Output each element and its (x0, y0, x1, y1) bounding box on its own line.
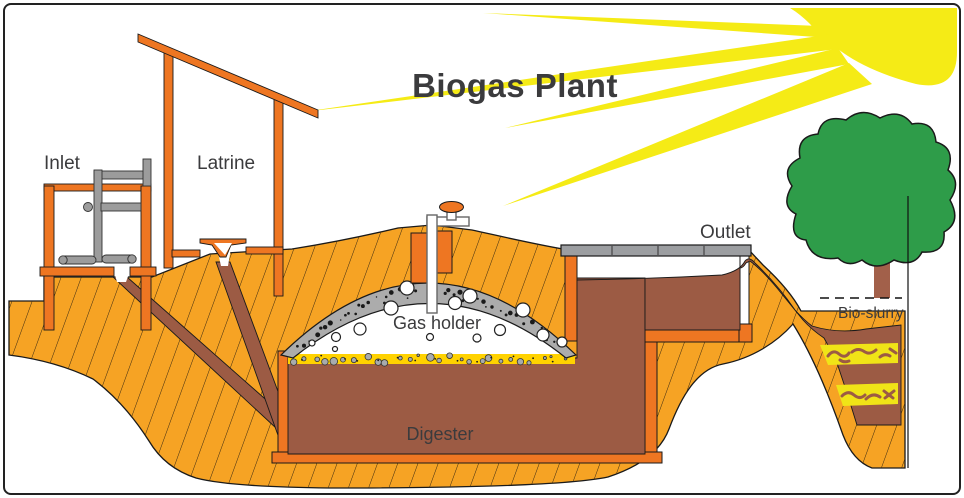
sun-icon (303, 8, 957, 206)
page-title: Biogas Plant (412, 67, 618, 104)
outlet-right-lining (738, 323, 753, 343)
mixer-pivot (83, 202, 93, 212)
sun-ray-icon (503, 63, 872, 206)
latrine-structure (137, 33, 319, 297)
latrine-right-post (273, 95, 284, 297)
gas-holder-label: Gas holder (393, 313, 481, 333)
latrine-roof (137, 33, 319, 119)
outlet-left-wall (564, 252, 578, 342)
gas-holder-dome (279, 282, 578, 359)
manhole-collar-right (436, 230, 453, 274)
tree-canopy (786, 111, 957, 267)
sun-ray-icon (483, 13, 830, 38)
inlet-tank (39, 158, 157, 331)
scum-bubbles (290, 352, 568, 367)
inlet-floor-left (39, 266, 115, 277)
digester-plant-structure (271, 201, 902, 464)
mixer-shaft (93, 169, 103, 263)
compost-layer-2 (836, 383, 898, 406)
mixer-support-arm (100, 202, 142, 212)
latrine-floor-left (171, 249, 201, 258)
latrine-pan-bowl (214, 243, 232, 255)
inlet-pipe-mouth (113, 268, 131, 282)
inlet-label: Inlet (44, 153, 81, 174)
gas-pipe (426, 201, 470, 314)
latrine-left-post (163, 51, 174, 269)
inlet-floor-right (129, 266, 157, 277)
digester-right-wall (644, 330, 658, 453)
gas-valve-knob (439, 201, 464, 213)
inlet-right-post (140, 185, 152, 331)
tree-icon (786, 111, 957, 298)
masonry-lining (271, 252, 753, 464)
outlet-slurry-overflow (576, 258, 902, 426)
inlet-left-post (43, 185, 55, 331)
sun-ray-icon (303, 34, 838, 112)
manhole-collar-left (410, 232, 428, 284)
mixer-crank-handle (142, 158, 152, 187)
bio-slurry-layers (820, 343, 898, 406)
bio-slurry-label: Bio-slurry (838, 305, 904, 322)
latrine-label: Latrine (197, 153, 255, 174)
sun-ray-icon (505, 48, 849, 128)
outlet-cover-slab (560, 244, 752, 257)
outlet-floor (644, 329, 752, 343)
digester-label: Digester (406, 424, 473, 444)
latrine-floor-right (245, 246, 284, 255)
mixer-icon (58, 158, 152, 265)
compost-squiggles (826, 347, 898, 401)
gas-bubble-icons (308, 280, 568, 353)
outlet-label: Outlet (700, 222, 751, 243)
